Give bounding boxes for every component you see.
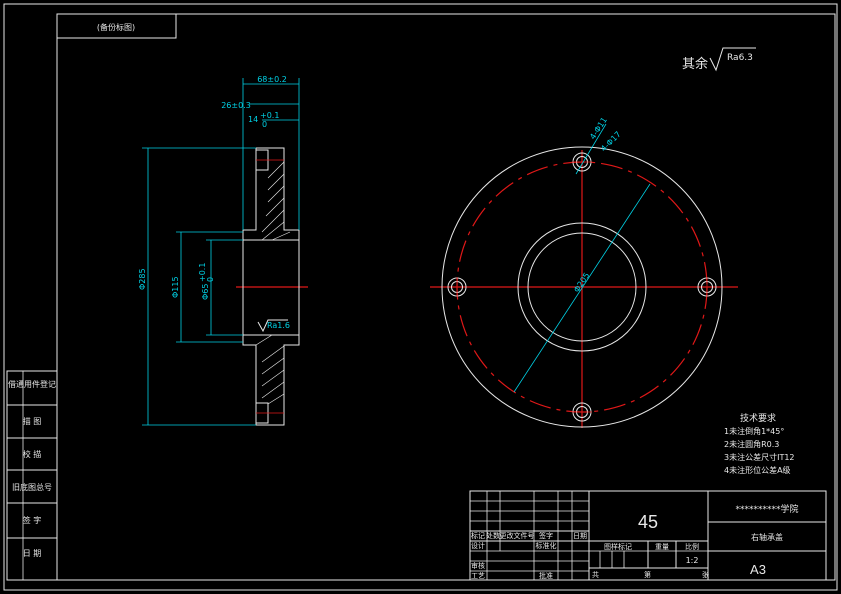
bolt-hole-bottom bbox=[572, 402, 592, 422]
tb-page-label: 第 bbox=[644, 570, 651, 579]
roughness-prefix: 其余 bbox=[682, 56, 708, 71]
tb-label-biaoji: 标记 bbox=[471, 531, 485, 540]
bore-roughness: Ra1.6 bbox=[267, 321, 290, 330]
side-label-1: 描 图 bbox=[23, 416, 42, 426]
top-label-box bbox=[56, 13, 177, 39]
tb-label-review: 审核 bbox=[471, 561, 485, 570]
inner-frame bbox=[56, 13, 836, 581]
dim-hole: 4-Φ11 bbox=[588, 116, 609, 141]
tech-item-3: 4未注形位公差A级 bbox=[724, 465, 791, 475]
tb-sheet-size: A3 bbox=[750, 562, 766, 577]
tb-label-chushu: 处数 bbox=[486, 531, 500, 540]
tb-sheet-unit: 张 bbox=[702, 570, 709, 579]
section-view: Ra1.6 bbox=[236, 147, 308, 426]
dim-width-hub: 26±0.3 bbox=[221, 101, 251, 110]
top-label: (备份标图) bbox=[97, 22, 135, 32]
side-label-3: 旧底图总号 bbox=[12, 482, 52, 492]
tb-school: **********学院 bbox=[735, 503, 798, 515]
tb-label-date: 日期 bbox=[573, 532, 587, 540]
tb-label-design: 设计 bbox=[471, 541, 485, 550]
tb-label-process: 工艺 bbox=[471, 572, 485, 580]
tech-title: 技术要求 bbox=[740, 412, 776, 424]
front-view: Φ205 4-Φ11 4-Φ17 bbox=[430, 116, 738, 428]
section-dimensions: 68±0.2 26±0.3 +0.1 0 14 Φ285 Φ115 Φ65 +0… bbox=[138, 75, 300, 426]
side-label-0: 借通用件登记 bbox=[8, 379, 56, 389]
side-label-2: 校 描 bbox=[23, 449, 42, 459]
tech-requirements: 技术要求 1未注倒角1*45° 2未注圆角R0.3 3未注公差尺寸IT12 4未… bbox=[724, 412, 795, 475]
tb-part-name: 右轴承盖 bbox=[751, 532, 783, 542]
tb-material: 45 bbox=[638, 512, 658, 532]
bolt-hole-top bbox=[572, 152, 592, 172]
dim-small-gap: 14 bbox=[248, 115, 258, 124]
bolt-hole-left bbox=[447, 277, 467, 297]
tech-item-0: 1未注倒角1*45° bbox=[724, 426, 784, 436]
tb-sheet-label: 共 bbox=[592, 570, 599, 579]
dim-outer-dia: Φ285 bbox=[138, 268, 147, 290]
tech-item-2: 3未注公差尺寸IT12 bbox=[724, 452, 795, 462]
surface-roughness-note: 其余 Ra6.3 bbox=[682, 47, 756, 72]
side-register: 借通用件登记 描 图 校 描 旧底图总号 签 字 日 期 bbox=[6, 370, 58, 581]
tb-scale: 1:2 bbox=[686, 556, 699, 565]
svg-text:0: 0 bbox=[262, 120, 267, 129]
title-block: 标记 处数 更改文件号 签字 日期 设计 标准化 审核 工艺 批准 45 图样标… bbox=[469, 490, 827, 581]
dim-width-total: 68±0.2 bbox=[257, 75, 287, 84]
svg-text:+0.1: +0.1 bbox=[198, 263, 207, 282]
bolt-hole-right bbox=[697, 277, 717, 297]
side-label-5: 日 期 bbox=[23, 549, 42, 558]
tb-label-file: 更改文件号 bbox=[500, 531, 535, 540]
svg-text:Φ65: Φ65 bbox=[201, 284, 210, 300]
tb-col-scale: 比例 bbox=[685, 542, 699, 551]
tb-label-standard: 标准化 bbox=[536, 541, 557, 550]
outer-border bbox=[3, 3, 838, 591]
tb-col-weight: 重量 bbox=[655, 543, 669, 551]
svg-text:0: 0 bbox=[206, 277, 215, 282]
svg-text:+0.1: +0.1 bbox=[260, 111, 279, 120]
side-label-4: 签 字 bbox=[23, 515, 42, 525]
tb-col-mark: 图样标记 bbox=[604, 542, 632, 551]
roughness-value: Ra6.3 bbox=[727, 53, 753, 63]
dim-mid-dia: Φ115 bbox=[171, 276, 180, 298]
dim-pcd: Φ205 bbox=[572, 271, 591, 294]
tb-label-approve: 批准 bbox=[539, 571, 553, 580]
tb-label-sign: 签字 bbox=[539, 531, 553, 540]
tech-item-1: 2未注圆角R0.3 bbox=[724, 439, 779, 449]
